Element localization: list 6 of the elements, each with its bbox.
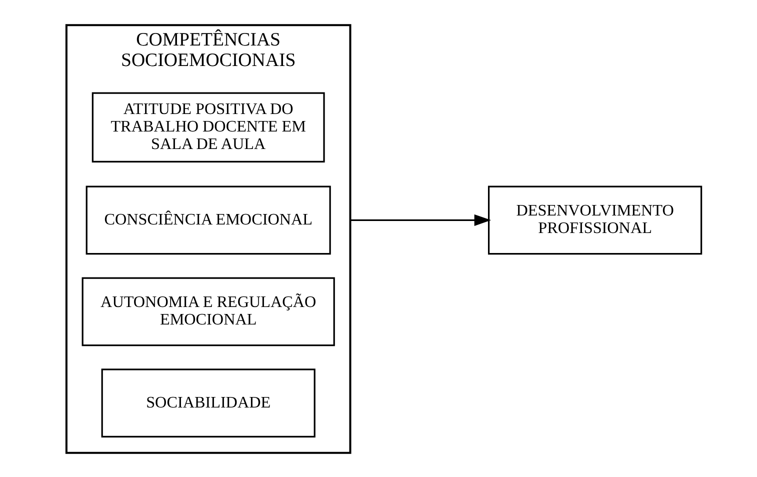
node-box: CONSCIÊNCIA EMOCIONAL	[86, 185, 331, 254]
node-box: DESENVOLVIMENTO PROFISSIONAL	[488, 185, 702, 254]
node-box: SOCIABILIDADE	[101, 368, 316, 438]
node-box: ATITUDE POSITIVA DO TRABALHO DOCENTE EM SALA DE AULA	[92, 92, 325, 162]
node-box: AUTONOMIA E REGULAÇÃO EMOCIONAL	[82, 276, 335, 346]
arrow	[350, 214, 492, 226]
